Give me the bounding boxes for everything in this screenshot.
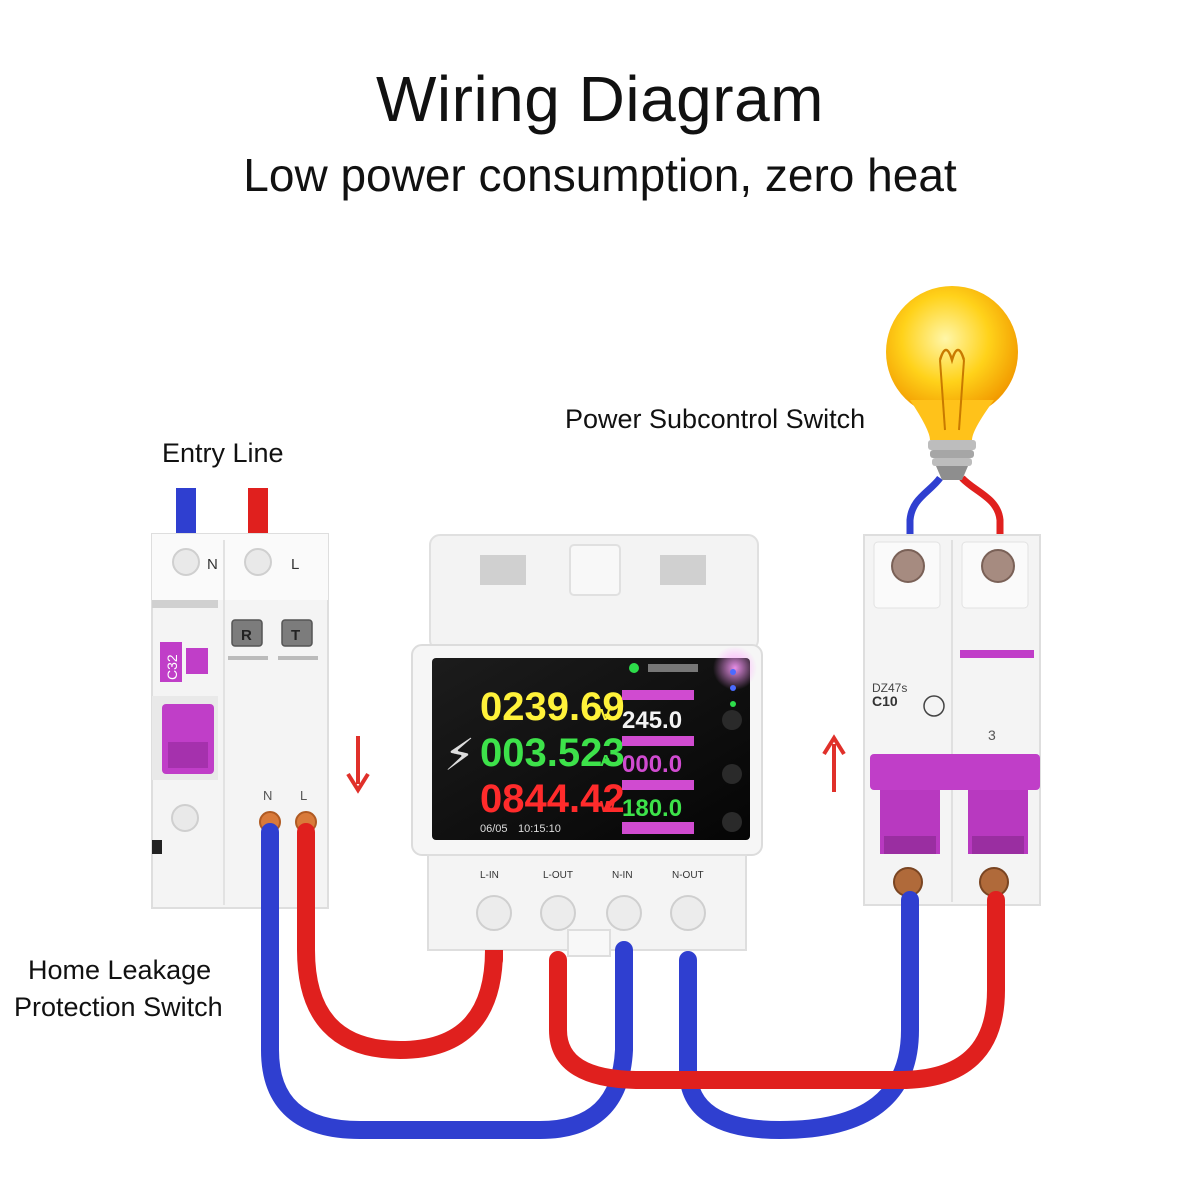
power-subcontrol-breaker: DZ47s C10 3	[863, 534, 1041, 906]
right-breaker-marking: 3	[988, 727, 996, 743]
right-breaker-rating: C10	[872, 693, 898, 709]
left-rating-label: C32	[164, 654, 180, 680]
terminal-screw-n-in	[606, 895, 642, 931]
current-readout: 003.523	[480, 731, 625, 775]
left-terminal-n-label: N	[207, 556, 218, 573]
diagram-title: Wiring Diagram	[376, 63, 824, 135]
entry-line-label: Entry Line	[162, 438, 284, 468]
reset-button-label: R	[241, 627, 252, 644]
limit3-readout: 180.0	[622, 795, 682, 822]
bulb-live-wire	[959, 475, 1004, 540]
home-leakage-label-line1: Home Leakage	[28, 955, 212, 985]
lightbulb-icon	[886, 286, 1018, 480]
left-bottom-l-label: L	[300, 788, 307, 803]
terminal-label-n-out: N-OUT	[672, 870, 704, 881]
lightning-icon: ⚡	[444, 730, 475, 781]
home-leakage-breaker: N L C32 R T N L	[151, 533, 329, 909]
power-subcontrol-label: Power Subcontrol Switch	[565, 404, 866, 434]
right-breaker-model: DZ47s	[872, 681, 907, 695]
terminal-label-l-out: L-OUT	[543, 870, 573, 881]
terminal-label-n-in: N-IN	[612, 870, 633, 881]
left-bottom-n-label: N	[263, 788, 272, 803]
diagram-subtitle: Low power consumption, zero heat	[243, 149, 957, 201]
terminal-screw-l-out	[540, 895, 576, 931]
meter-time: 10:15:10	[518, 823, 561, 835]
limit1-readout: 245.0	[622, 707, 682, 734]
energy-meter: ⚡ 0239.69 V 003.523 A 0844.42 W 245.0 00…	[411, 534, 763, 957]
down-arrow-icon	[346, 736, 370, 794]
meter-date: 06/05	[480, 823, 508, 835]
up-arrow-icon	[822, 734, 846, 792]
voltage-readout: 0239.69	[480, 685, 625, 729]
power-unit: W	[600, 799, 616, 816]
terminal-screw-n-out	[670, 895, 706, 931]
home-leakage-label-line2: Protection Switch	[14, 992, 223, 1022]
live-output-wire	[549, 891, 1005, 1089]
power-readout: 0844.42	[480, 777, 625, 821]
terminal-label-l-in: L-IN	[480, 870, 499, 881]
bulb-neutral-wire	[906, 475, 943, 540]
meter-screen	[432, 658, 750, 840]
left-terminal-l-label: L	[291, 556, 299, 573]
test-button-label: T	[291, 627, 300, 644]
current-unit: A	[600, 753, 612, 770]
voltage-unit: V	[600, 707, 611, 724]
live-input-loop-wire	[297, 823, 503, 1060]
limit2-readout: 000.0	[622, 751, 682, 778]
terminal-screw-l-in	[476, 895, 512, 931]
